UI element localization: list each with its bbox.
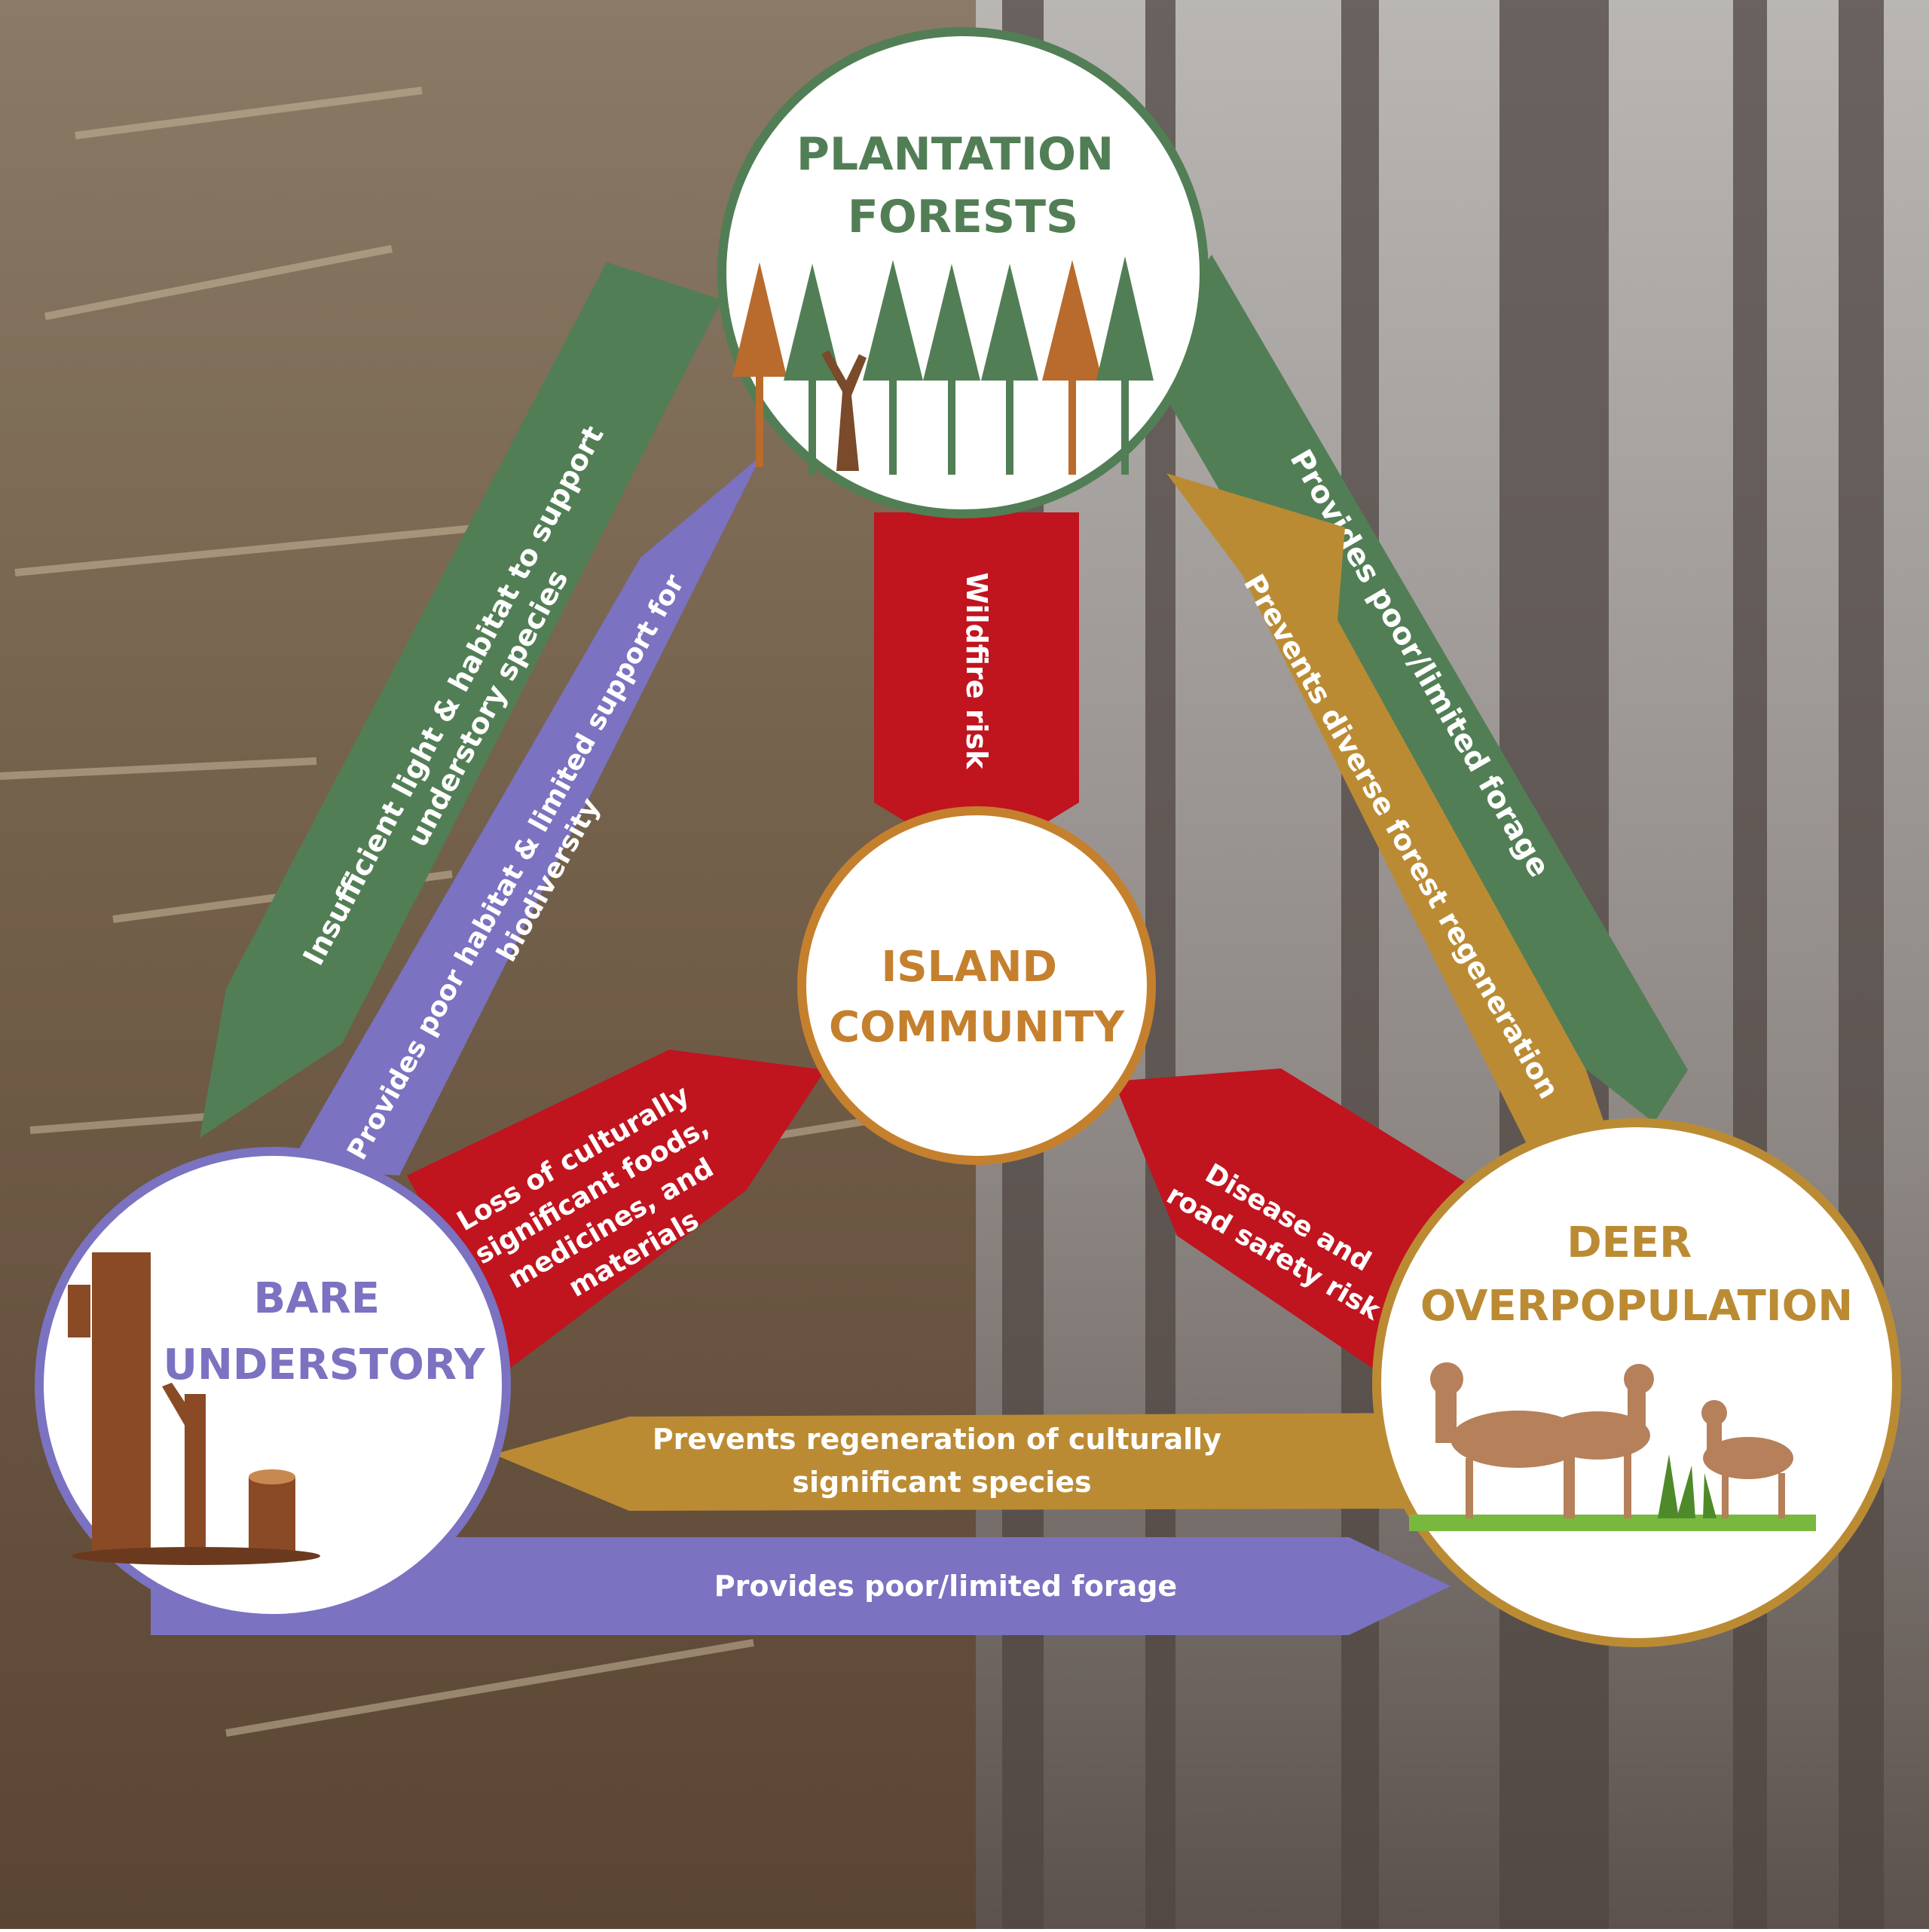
node-plantation-forests: PLANTATION FORESTS (717, 27, 1209, 518)
arrow-wildfire: Wildfire risk (874, 512, 1079, 865)
arrow-poor-habitat-shape (288, 456, 761, 1175)
arrow-insufficient-light-shape (200, 262, 722, 1138)
arrow-wildfire-shape (874, 512, 1079, 865)
island-community-circle (797, 806, 1156, 1165)
node-bare-understory: BARE UNDERSTORY (35, 1147, 511, 1623)
plantation-circle (717, 27, 1209, 518)
understory-label: BARE UNDERSTORY (164, 1274, 486, 1389)
arrow-regen-cultural-shape (494, 1413, 1432, 1511)
node-deer-overpopulation: DEER OVERPOPULATION (1372, 1118, 1901, 1647)
understory-circle (35, 1147, 511, 1623)
island-community-label: ISLAND COMMUNITY (829, 943, 1126, 1052)
conifer-trees-icon (732, 256, 1154, 475)
arrow-regen-cultural-text: Prevents regeneration of culturally sign… (653, 1423, 1231, 1499)
arrow-forage-purple-shape (151, 1537, 1451, 1635)
deer-herd-icon (1409, 1362, 1816, 1531)
arrow-disease-shape (1114, 1068, 1473, 1375)
plantation-label: PLANTATION FORESTS (796, 128, 1130, 243)
arrow-wildfire-text: Wildfire risk (960, 573, 993, 769)
deer-label: DEER OVERPOPULATION (1420, 1218, 1853, 1331)
arrow-forage-purple-text: Provides poor/limited forage (714, 1570, 1177, 1603)
arrow-forage-purple: Provides poor/limited forage (151, 1537, 1451, 1635)
arrow-diverse-regen-shape (1166, 473, 1620, 1169)
node-island-community: ISLAND COMMUNITY (797, 806, 1156, 1165)
arrow-forage-green-shape (1142, 255, 1688, 1123)
arrow-regen-cultural: Prevents regeneration of culturally sign… (494, 1413, 1432, 1511)
tree-stumps-icon (68, 1252, 320, 1565)
arrow-cultural-loss-shape (407, 1050, 825, 1368)
